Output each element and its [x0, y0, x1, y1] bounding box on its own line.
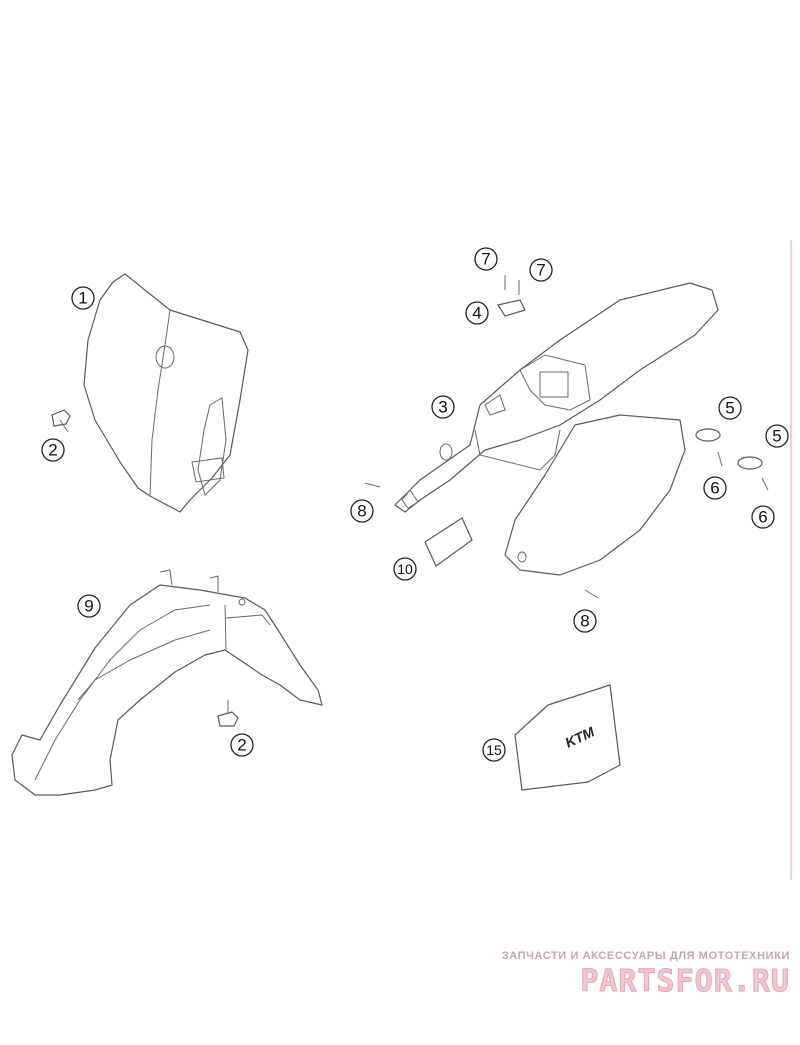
callout-10: 10 — [393, 557, 417, 581]
callout-4: 4 — [465, 301, 489, 325]
decal-10 — [424, 517, 473, 567]
callout-8a: 8 — [350, 499, 374, 523]
callout-15: 15 — [482, 738, 506, 762]
svg-text:4: 4 — [472, 304, 481, 323]
callout-1: 1 — [71, 286, 95, 310]
callout-2-upper: 2 — [41, 438, 65, 462]
svg-text:2: 2 — [48, 441, 57, 460]
ktm-sticker-15: KTM — [514, 684, 621, 791]
washers-5 — [695, 428, 763, 470]
callout-3: 3 — [431, 395, 455, 419]
callout-9: 9 — [77, 594, 101, 618]
callout-2-lower: 2 — [230, 733, 254, 757]
callout-6b: 6 — [751, 505, 775, 529]
page-edge-line — [790, 240, 792, 880]
svg-text:1: 1 — [78, 289, 87, 308]
svg-text:3: 3 — [438, 398, 447, 417]
svg-text:5: 5 — [772, 427, 781, 446]
svg-text:8: 8 — [357, 502, 366, 521]
callout-5a: 5 — [718, 396, 742, 420]
svg-text:9: 9 — [84, 597, 93, 616]
svg-text:5: 5 — [725, 399, 734, 418]
callout-7b: 7 — [529, 258, 553, 282]
bolts-6 — [717, 451, 769, 491]
watermark-tagline: ЗАПЧАСТИ И АКСЕССУАРЫ ДЛЯ МОТОТЕХНИКИ — [501, 950, 790, 962]
svg-text:7: 7 — [536, 261, 545, 280]
svg-text:2: 2 — [237, 736, 246, 755]
front-number-plate — [83, 273, 249, 513]
bolt-2-lower — [217, 700, 239, 727]
clip-4 — [497, 299, 526, 317]
svg-text:10: 10 — [397, 561, 413, 577]
svg-text:6: 6 — [758, 508, 767, 527]
rear-fender — [394, 282, 719, 513]
callout-5b: 5 — [765, 424, 789, 448]
screws-7 — [504, 275, 520, 295]
svg-text:15: 15 — [486, 742, 502, 758]
svg-text:8: 8 — [580, 612, 589, 631]
svg-text:7: 7 — [481, 250, 490, 269]
bolt-2-upper — [51, 409, 71, 433]
callout-6a: 6 — [703, 476, 727, 500]
watermark-logo: PARTSFOR.RU — [580, 964, 790, 1000]
front-fender — [11, 569, 323, 796]
callout-7a: 7 — [474, 247, 498, 271]
svg-text:6: 6 — [710, 479, 719, 498]
bolts-8 — [364, 482, 599, 599]
callout-8b: 8 — [573, 609, 597, 633]
rear-side-panel — [504, 414, 686, 576]
